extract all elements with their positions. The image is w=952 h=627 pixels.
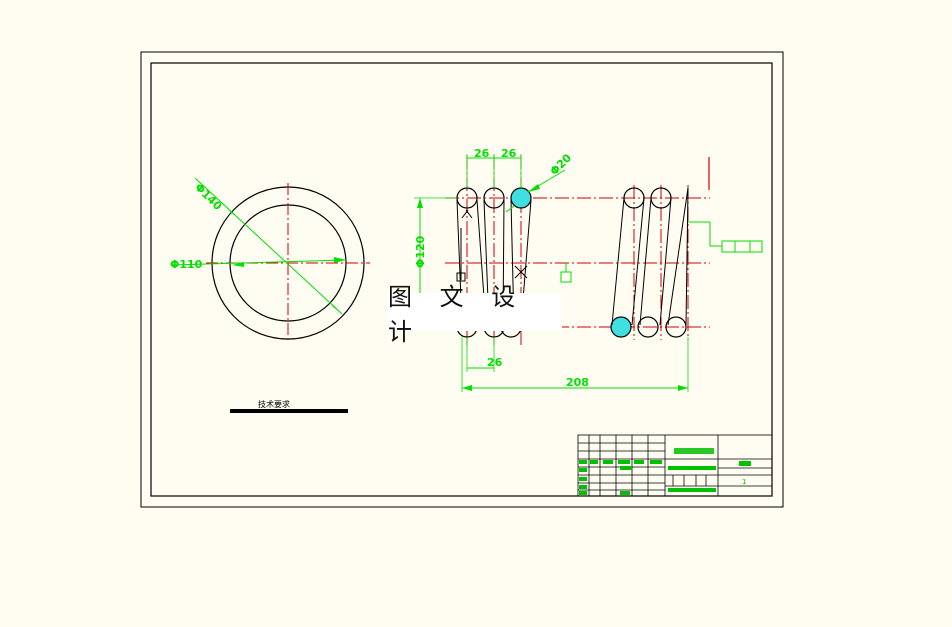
inner-frame [150, 62, 773, 497]
wire-section-top [510, 187, 532, 209]
tech-requirements-title: 技术要求 [258, 399, 290, 409]
dim-leader-outer [194, 177, 343, 315]
dim-leader-inner [171, 259, 347, 266]
title-block-labels [579, 448, 751, 495]
dim-mean-diameter: Φ120 [414, 235, 427, 268]
watermark: 图 文 设 计 [388, 283, 562, 346]
title-block-quantity: 1 [742, 478, 746, 486]
end-view: Φ140 Φ110 [170, 177, 370, 343]
dim-outer-diameter: Φ140 [192, 181, 224, 213]
dim-pitch-1: 26 [474, 147, 490, 160]
outer-frame [140, 51, 784, 508]
datum-box [560, 271, 572, 283]
dim-wire-diameter: Φ20 [548, 151, 575, 178]
dim-total-length: 208 [566, 376, 589, 389]
dim-pitch-2: 26 [501, 147, 517, 160]
dim-pitch-bottom: 26 [487, 356, 503, 369]
spring-view: 26 26 Φ20 Φ120 26 208 [414, 147, 763, 392]
wire-section-bottom [610, 316, 632, 338]
dim-inner-diameter: Φ110 [170, 258, 203, 271]
tolerance-frame [721, 240, 763, 253]
tech-requirements-bar [230, 409, 348, 413]
